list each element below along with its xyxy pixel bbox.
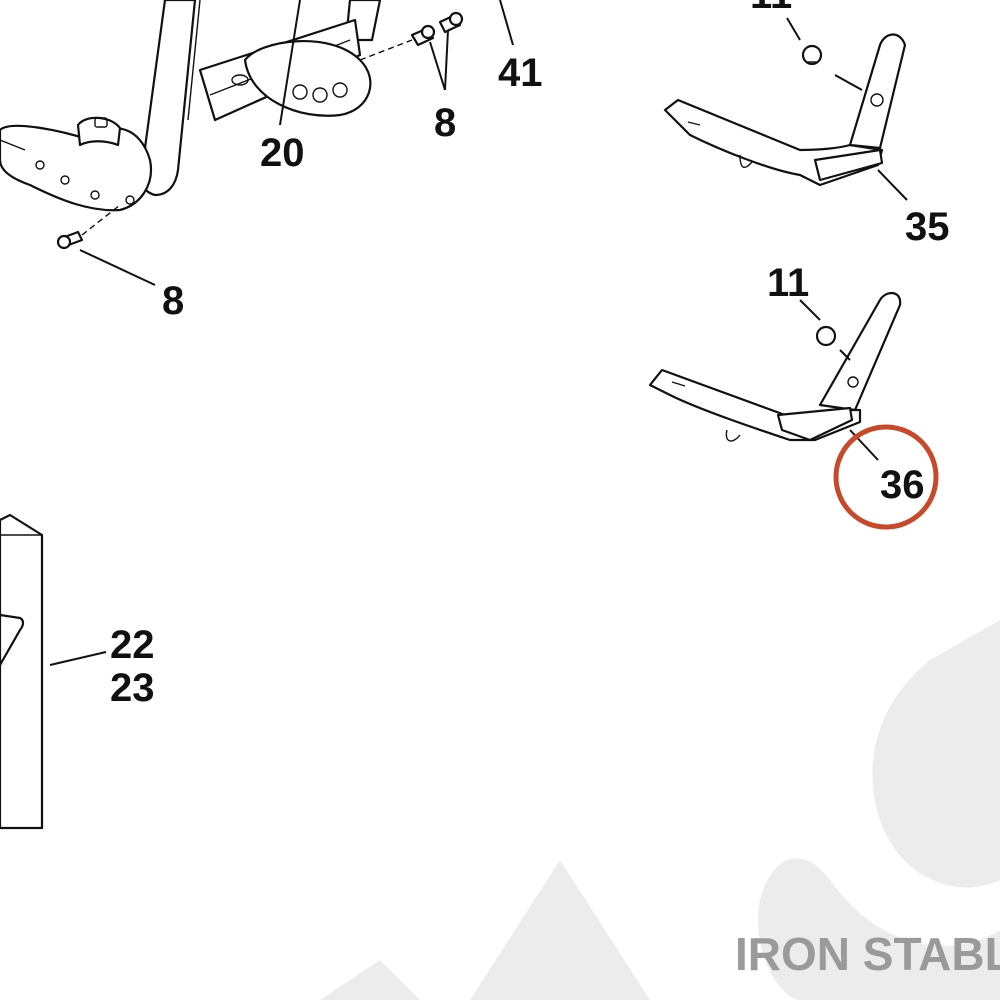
frame-assembly: [0, 0, 382, 212]
screw-left: [56, 204, 121, 250]
watermark-text: IRON STABLE: [735, 928, 1000, 980]
callout-35: 35: [905, 205, 950, 249]
decal-panel: [0, 513, 44, 830]
leader-lines: [49, 0, 908, 666]
callout-41: 41: [498, 51, 543, 95]
callout-8-left: 8: [162, 279, 184, 323]
callout-36: 36: [880, 463, 925, 507]
highlight-circle-36: [833, 424, 939, 530]
callout-23: 23: [110, 666, 155, 710]
callout-11-top: 11: [750, 0, 792, 17]
callout-20: 20: [260, 131, 305, 175]
callout-11-mid: 11: [767, 261, 809, 305]
kickstand-36: [648, 292, 902, 442]
screw-pair-top: [359, 11, 464, 61]
background-watermark-shape: [320, 620, 1000, 1000]
callout-8-top: 8: [434, 101, 456, 145]
kickstand-35: [663, 33, 907, 187]
callout-22: 22: [110, 623, 155, 667]
